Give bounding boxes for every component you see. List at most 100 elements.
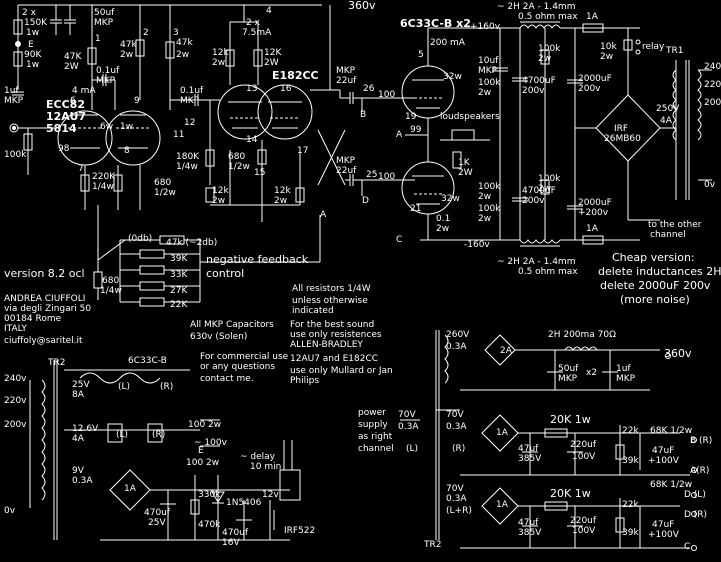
label-1a-fuse-bottom: 1A xyxy=(586,224,598,234)
node-a-output: A xyxy=(396,130,403,140)
label-50uf: 50uf xyxy=(94,8,115,18)
label-mkp-5: MKP xyxy=(478,66,498,76)
note-res-6: ALLEN-BRADLEY xyxy=(290,340,363,350)
label-220uf-a: 220uf xyxy=(570,440,597,450)
label-200v-a: 200v xyxy=(522,86,545,96)
label-16v: 16V xyxy=(222,538,240,548)
pin-13: 13 xyxy=(246,84,258,94)
tube-label-ecc82: ECC82 xyxy=(46,98,85,111)
pin-25: 25 xyxy=(366,170,378,180)
label-03a-r2: 0.3A xyxy=(398,422,419,432)
label-1k: 1K xyxy=(458,158,470,168)
label-2w-h: 2W xyxy=(458,168,473,178)
label-680-c: 680 xyxy=(102,276,120,286)
label-mkp-3: MKP xyxy=(96,76,116,86)
label-680-a: 680 xyxy=(228,152,246,162)
label-14w-c: 1/4w xyxy=(100,286,122,296)
label-126v: 12.6V xyxy=(72,424,99,434)
label-100k-b: 100k xyxy=(538,44,561,54)
label-plus100v-b: +100V xyxy=(648,530,679,540)
label-mkp-22a: MKP xyxy=(336,66,356,76)
label-0db: (0db) xyxy=(128,234,153,244)
label-plus160: +160v xyxy=(470,22,501,32)
label-47k-1: 47K xyxy=(64,52,82,62)
pin-5: 5 xyxy=(418,50,424,60)
label-12k-c: 12k xyxy=(212,186,229,196)
label-8a: 8A xyxy=(72,390,84,400)
label-plus100v-a: +100V xyxy=(648,456,679,466)
label-240: 240 xyxy=(704,62,721,72)
label-70v-c: 70V xyxy=(446,484,464,494)
label-1a-fuse-top: 1A xyxy=(586,12,598,22)
label-1uf-r: 1uf xyxy=(616,364,631,374)
loudspeaker-icon xyxy=(451,129,475,141)
label-100k-a: 100k xyxy=(478,78,501,88)
label-2db: 47k (~2db) xyxy=(166,238,218,248)
label-25v-b: 25V xyxy=(148,518,166,528)
label-22k-b: 22k xyxy=(622,500,639,510)
label-d-r: D (R) xyxy=(684,510,708,520)
label-mkp-1: MKP xyxy=(4,96,24,106)
label-180k: 180K xyxy=(176,152,200,162)
label-47uf-a: 47uf xyxy=(518,444,539,454)
label-22k: 22K xyxy=(170,300,188,310)
label-100-2w-a: 100 2w xyxy=(188,420,222,430)
label-470uf-b: 470uf xyxy=(222,528,249,538)
label-12w-b: 1/2w xyxy=(154,188,176,198)
label-e: E xyxy=(28,40,34,50)
label-470uf-a: 470uf xyxy=(144,508,171,518)
label-330k: 330k xyxy=(198,490,221,500)
label-470k: 470k xyxy=(198,520,221,530)
label-01uf-b: 0.1uf xyxy=(180,86,204,96)
pin-21: 21 xyxy=(410,204,422,214)
label-47uf-ub: 47uF xyxy=(652,520,675,530)
label-irf522: IRF522 xyxy=(284,526,316,536)
label-100k: 100k xyxy=(4,150,27,160)
note-cheap-3: delete 2000uF 200v xyxy=(600,279,711,292)
label-tr2-left: TR2 xyxy=(48,358,66,368)
label-220k: 220K xyxy=(92,172,116,182)
label-14w-a: 1/4w xyxy=(176,162,198,172)
tube-ecc82-b xyxy=(105,110,161,166)
label-1a-r1: 1A xyxy=(496,428,508,438)
label-22k-a: 22k xyxy=(622,426,639,436)
pin-100-top: 100 xyxy=(378,90,396,100)
label-4ma: 4 mA xyxy=(72,86,96,96)
label-03a-r3: 0.3A xyxy=(446,422,467,432)
label-mkp-2: MKP xyxy=(94,18,114,28)
pin-1: 1 xyxy=(95,34,101,44)
label-220v: 220v xyxy=(4,396,27,406)
label-1uf: 1uf xyxy=(4,86,19,96)
hv-label-360v: 360v xyxy=(348,0,376,12)
label-relay: relay xyxy=(642,42,665,52)
choke-bottom xyxy=(519,239,561,244)
tube-label-5814: 5814 xyxy=(46,122,77,135)
label-1w-b: 1w xyxy=(26,60,40,70)
pin-99: 99 xyxy=(410,125,422,135)
label-2w-b: 2w xyxy=(120,50,134,60)
label-2w-a: 2W xyxy=(64,62,79,72)
note-res-3: indicated xyxy=(292,306,334,316)
note-comm-3: contact me. xyxy=(200,374,254,384)
label-2w-j: 2w xyxy=(478,88,492,98)
label-150k: 150K xyxy=(24,18,48,28)
label-14w-b: 1/4w xyxy=(92,182,114,192)
label-6w: 6w xyxy=(100,122,114,132)
label-2w-g: 2w xyxy=(274,196,288,206)
note-res-2: unless otherwise xyxy=(292,296,368,306)
note-res-9: Philips xyxy=(290,376,320,386)
label-2w-d: 2w xyxy=(212,58,226,68)
pin-6: 6 xyxy=(70,96,76,106)
pin-14: 14 xyxy=(246,135,258,145)
pin-12: 12 xyxy=(184,118,196,128)
label-delay: ~ delay xyxy=(240,452,275,462)
pin-15: 15 xyxy=(254,168,266,178)
note-version: version 8.2 ocl xyxy=(4,267,85,280)
note-cheap-2: delete inductances 2H xyxy=(598,265,721,278)
label-4a: 4A xyxy=(660,116,672,126)
label-100v-a: 100V xyxy=(572,452,596,462)
label-mkp-4: MKP xyxy=(180,96,200,106)
label-0v-left: 0v xyxy=(4,506,16,516)
note-author: ANDREA CIUFFOLI xyxy=(4,294,86,304)
